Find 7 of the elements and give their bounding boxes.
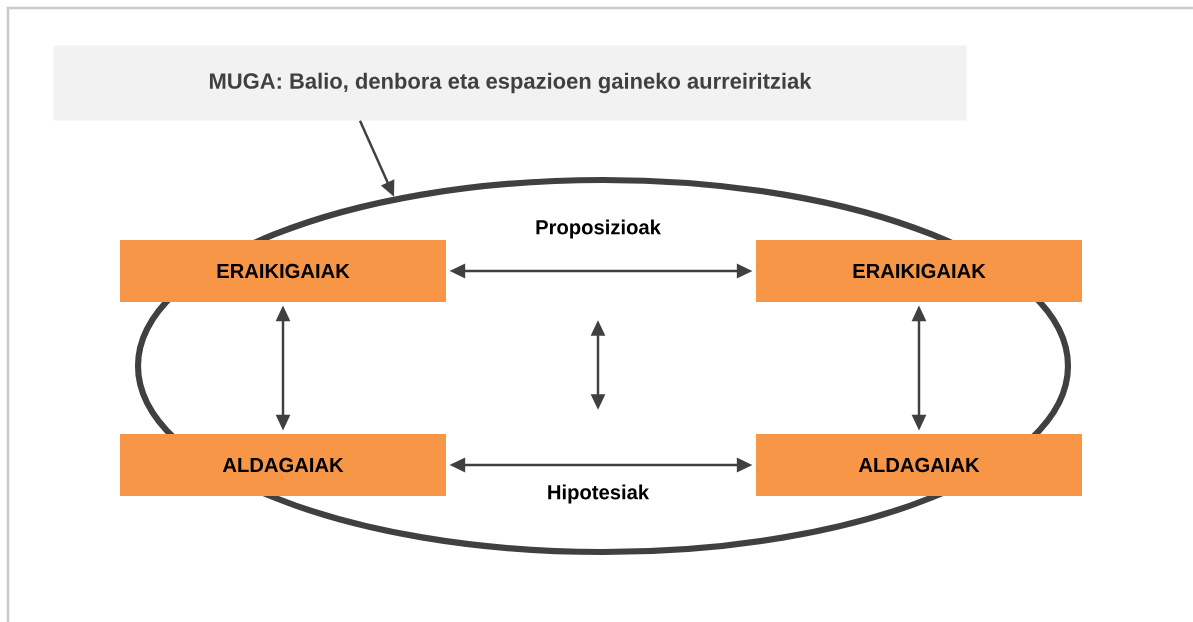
- edge-label: Proposizioak: [533, 217, 663, 241]
- concept-box: ERAIKIGAIAK: [120, 240, 446, 302]
- concept-box: ALDAGAIAK: [120, 434, 446, 496]
- concept-box: ALDAGAIAK: [756, 434, 1082, 496]
- concept-box: ERAIKIGAIAK: [756, 240, 1082, 302]
- edge-label: Hipotesiak: [545, 482, 651, 506]
- title-banner: MUGA: Balio, denbora eta espazioen gaineko aurreiritziak: [53, 45, 967, 121]
